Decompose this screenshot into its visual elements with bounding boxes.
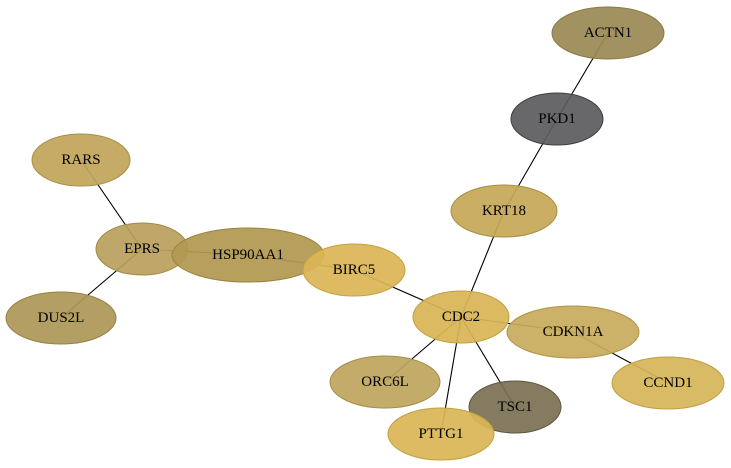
node-ccnd1: CCND1 bbox=[611, 356, 725, 410]
node-label-hsp90aa1: HSP90AA1 bbox=[212, 247, 284, 263]
node-label-tsc1: TSC1 bbox=[497, 399, 532, 415]
node-label-pttg1: PTTG1 bbox=[419, 426, 464, 442]
node-shape-orc6l bbox=[329, 355, 441, 409]
node-shape-tsc1 bbox=[468, 380, 562, 434]
node-shape-pttg1 bbox=[387, 407, 495, 461]
node-tsc1: TSC1 bbox=[468, 380, 562, 434]
node-label-rars: RARS bbox=[61, 152, 100, 168]
node-label-cdc2: CDC2 bbox=[442, 309, 480, 325]
node-shape-dus2l bbox=[5, 291, 117, 345]
node-hsp90aa1: HSP90AA1 bbox=[171, 227, 325, 283]
node-orc6l: ORC6L bbox=[329, 355, 441, 409]
node-shape-cdkn1a bbox=[506, 305, 640, 359]
node-label-birc5: BIRC5 bbox=[333, 262, 376, 278]
node-label-pkd1: PKD1 bbox=[538, 111, 576, 127]
node-label-actn1: ACTN1 bbox=[584, 25, 632, 41]
node-label-eprs: EPRS bbox=[124, 241, 160, 257]
node-label-cdkn1a: CDKN1A bbox=[543, 324, 604, 340]
node-eprs: EPRS bbox=[95, 222, 189, 276]
node-shape-ccnd1 bbox=[611, 356, 725, 410]
node-label-dus2l: DUS2L bbox=[38, 310, 85, 326]
node-pkd1: PKD1 bbox=[510, 92, 604, 146]
node-shape-cdc2 bbox=[412, 290, 510, 344]
node-label-orc6l: ORC6L bbox=[361, 374, 409, 390]
node-shape-krt18 bbox=[450, 184, 558, 238]
node-dus2l: DUS2L bbox=[5, 291, 117, 345]
node-shape-actn1 bbox=[551, 6, 665, 60]
node-krt18: KRT18 bbox=[450, 184, 558, 238]
node-shape-pkd1 bbox=[510, 92, 604, 146]
node-rars: RARS bbox=[31, 133, 131, 187]
node-label-krt18: KRT18 bbox=[482, 203, 526, 219]
node-shape-rars bbox=[31, 133, 131, 187]
node-cdkn1a: CDKN1A bbox=[506, 305, 640, 359]
node-label-ccnd1: CCND1 bbox=[643, 375, 692, 391]
node-cdc2: CDC2 bbox=[412, 290, 510, 344]
node-birc5: BIRC5 bbox=[302, 243, 406, 297]
node-pttg1: PTTG1 bbox=[387, 407, 495, 461]
node-actn1: ACTN1 bbox=[551, 6, 665, 60]
node-shape-birc5 bbox=[302, 243, 406, 297]
